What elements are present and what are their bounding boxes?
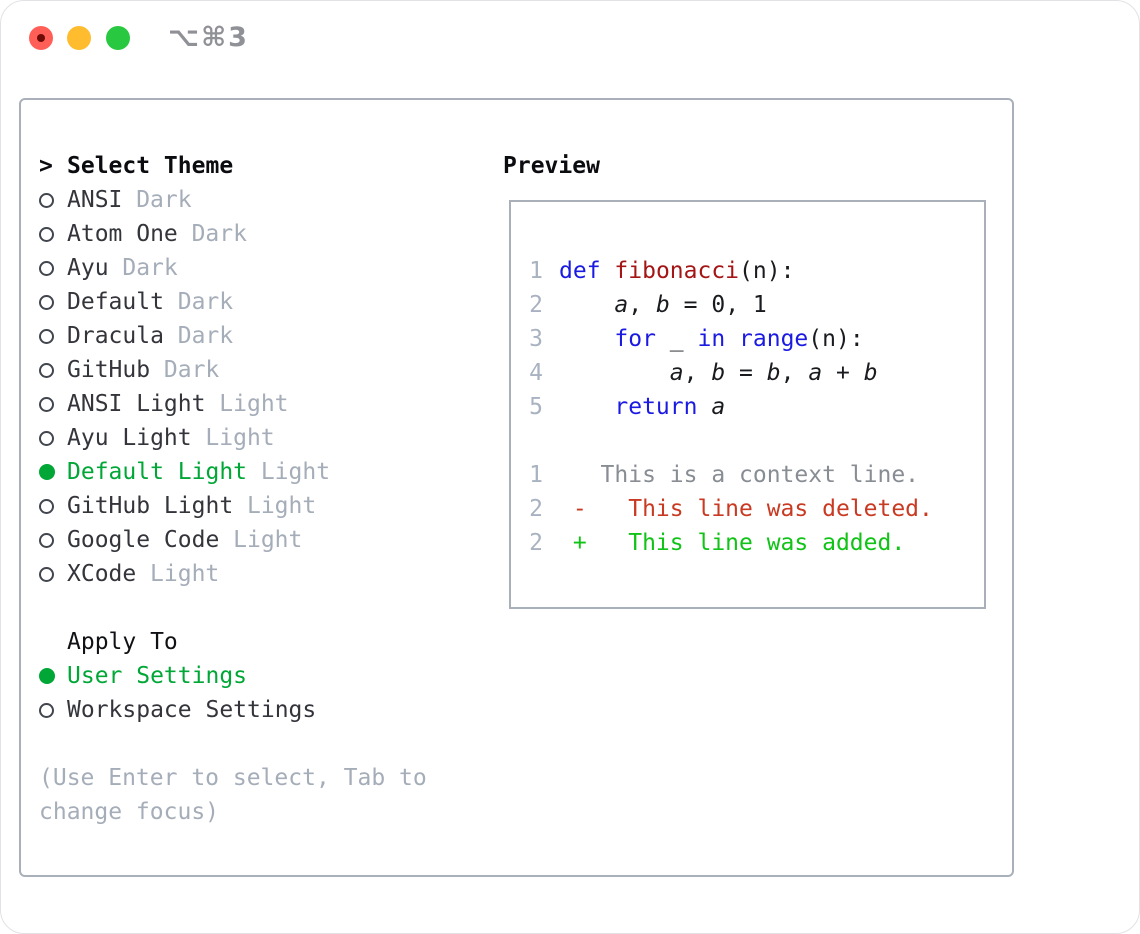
radio-circle-icon — [39, 260, 54, 276]
preview-line: 4 a, b = b, a + b — [529, 360, 878, 386]
spacer — [39, 727, 499, 761]
apply-to-header: Apply To — [67, 629, 178, 655]
select-theme-title: Select Theme — [67, 153, 234, 179]
window-shortcut-label: ⌥⌘3 — [168, 22, 249, 53]
radio-circle-icon — [39, 498, 54, 514]
preview-line — [529, 424, 984, 458]
preview-line: 2 - This line was deleted. — [529, 496, 933, 522]
preview-line: 2 a, b = 0, 1 — [529, 292, 767, 318]
radio-circle-icon — [39, 532, 54, 548]
apply-option-user-settings[interactable]: User Settings — [39, 659, 499, 693]
radio-circle-selected-icon — [39, 464, 55, 480]
line-number: 1 — [529, 258, 543, 284]
apply-option-workspace-settings[interactable]: Workspace Settings — [39, 693, 499, 727]
close-window-button[interactable] — [29, 26, 53, 50]
preview-line: 3 for _ in range(n): — [529, 326, 864, 352]
zoom-window-button[interactable] — [106, 26, 130, 50]
radio-circle-icon — [39, 566, 54, 582]
spacer — [39, 591, 499, 625]
prompt-chevron-icon: > — [39, 153, 53, 179]
keyboard-hint-text: (Use Enter to select, Tab to change focu… — [39, 765, 427, 825]
preview-line: 5 return a — [529, 394, 726, 420]
line-number: 3 — [529, 326, 543, 352]
minimize-window-button[interactable] — [67, 26, 91, 50]
radio-circle-icon — [39, 192, 54, 208]
titlebar: ⌥⌘3 — [1, 1, 1139, 98]
line-number: 2 — [529, 530, 543, 556]
select-theme-header: > Select Theme — [39, 149, 499, 183]
line-number: 2 — [529, 292, 543, 318]
preview-line: 2 + This line was added. — [529, 530, 906, 556]
line-number: 4 — [529, 360, 543, 386]
radio-circle-icon — [39, 702, 54, 718]
radio-circle-icon — [39, 396, 54, 412]
preview-line: 1 This is a context line. — [529, 462, 920, 488]
radio-circle-icon — [39, 362, 54, 378]
line-number: 5 — [529, 394, 543, 420]
line-number: 2 — [529, 496, 543, 522]
radio-circle-icon — [39, 328, 54, 344]
radio-circle-icon — [39, 430, 54, 446]
radio-circle-icon — [39, 226, 54, 242]
preview-title: Preview — [503, 153, 600, 179]
radio-circle-selected-icon — [39, 668, 55, 684]
line-number: 1 — [529, 462, 543, 488]
radio-circle-icon — [39, 294, 54, 310]
